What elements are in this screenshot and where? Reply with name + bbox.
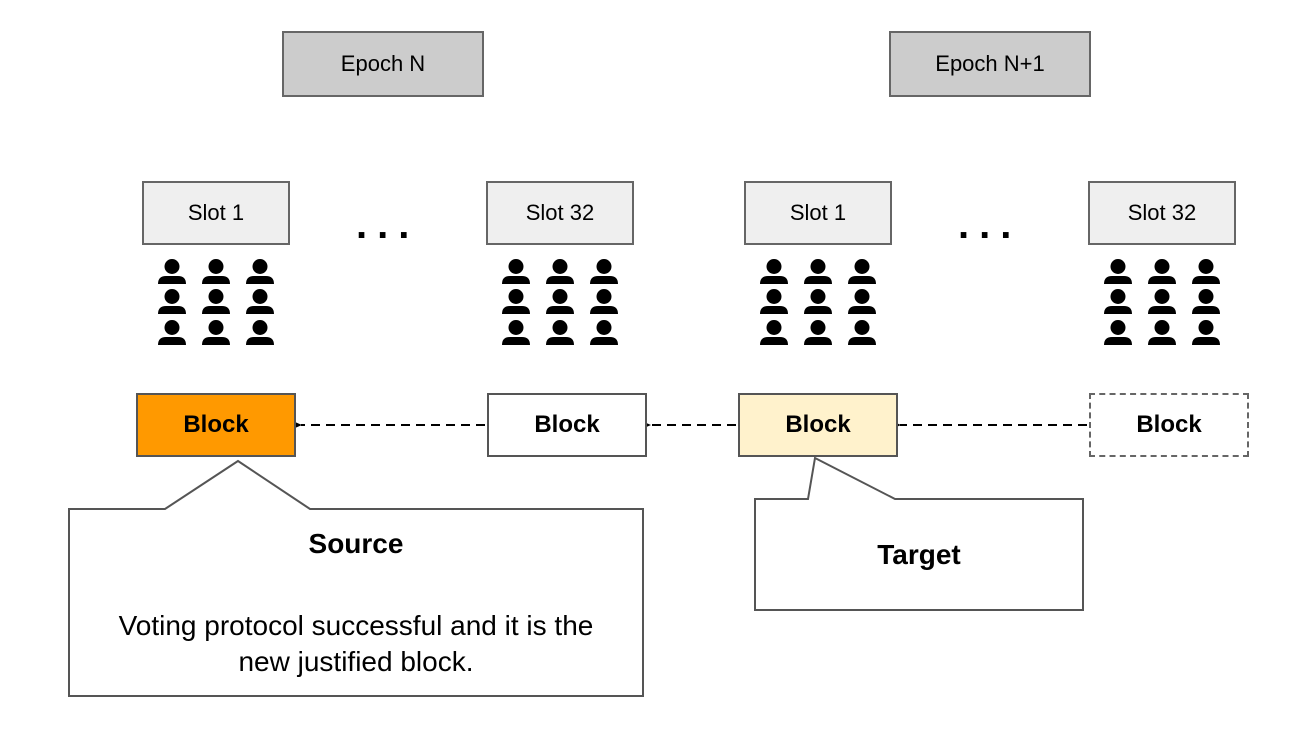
- epoch-n-plus-1-header: Epoch N+1: [889, 31, 1091, 97]
- source-title: Source: [308, 528, 404, 559]
- slot-ellipsis: ...: [356, 203, 420, 247]
- slot-epoch-n1-32: Slot 32: [1088, 181, 1236, 245]
- slot-label: Slot 1: [187, 200, 245, 225]
- block-label: Block: [534, 411, 600, 438]
- epoch-n-header: Epoch N: [282, 31, 484, 97]
- block-label: Block: [1136, 411, 1202, 438]
- slot-label: Slot 32: [525, 200, 595, 225]
- validator-group-icon: [1104, 259, 1220, 345]
- block-slot32: Block: [487, 393, 647, 457]
- target-title: Target: [877, 539, 961, 570]
- epoch-n-plus-1-label: Epoch N+1: [935, 51, 1045, 76]
- slot-label: Slot 1: [789, 200, 847, 225]
- target-callout: [754, 456, 1084, 611]
- source-description: Voting protocol successful and it is the…: [118, 610, 594, 677]
- block-label: Block: [183, 411, 249, 438]
- epoch-n-label: Epoch N: [340, 51, 426, 76]
- slot-epoch-n-32: Slot 32: [486, 181, 634, 245]
- block-label: Block: [785, 411, 851, 438]
- validator-group-icon: [502, 259, 618, 345]
- slot-epoch-n-1: Slot 1: [142, 181, 290, 245]
- slot-epoch-n1-1: Slot 1: [744, 181, 892, 245]
- source-callout: [68, 459, 644, 697]
- slot-label: Slot 32: [1127, 200, 1197, 225]
- slot-ellipsis: ...: [958, 203, 1022, 247]
- validator-group-icon: [158, 259, 274, 345]
- block-source: Block: [136, 393, 296, 457]
- block-future: Block: [1089, 393, 1249, 457]
- validator-group-icon: [760, 259, 876, 345]
- block-target: Block: [738, 393, 898, 457]
